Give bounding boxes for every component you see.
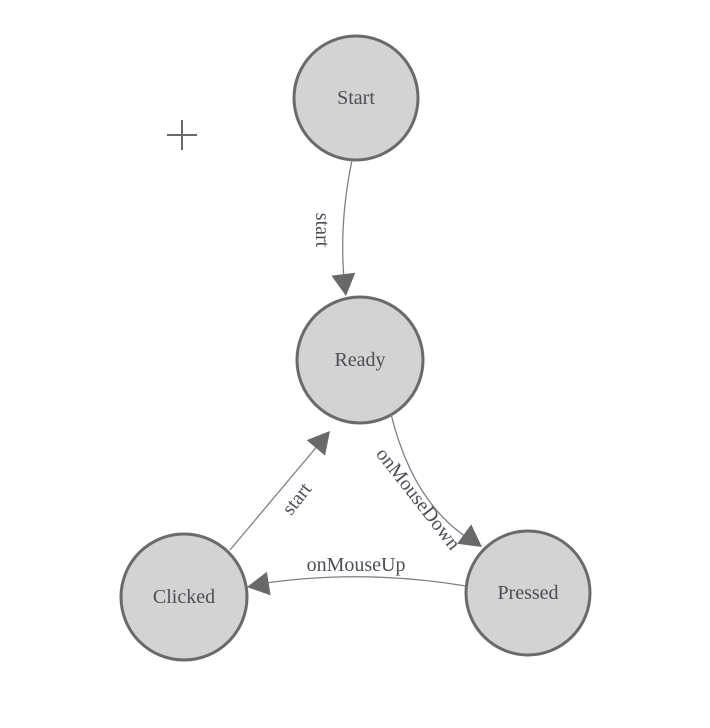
transition-edge-ready-to-pressed[interactable]: onMouseDown — [371, 413, 489, 557]
transition-line-pressed-to-clicked[interactable] — [252, 576, 467, 587]
state-circle-pressed[interactable] — [464, 529, 592, 657]
state-node-start[interactable]: Start — [292, 34, 420, 162]
transition-edge-clicked-to-ready[interactable]: start — [229, 423, 339, 551]
state-circle-start[interactable] — [292, 34, 420, 162]
transition-line-clicked-to-ready[interactable] — [229, 437, 325, 551]
state-node-clicked[interactable]: Clicked — [119, 532, 249, 662]
arrowhead-icon — [457, 524, 482, 547]
crosshair-icon — [167, 120, 197, 150]
transition-label-pressed-to-clicked: onMouseUp — [307, 554, 406, 576]
transition-label-clicked-to-ready: start — [278, 478, 317, 519]
arrowhead-icon — [247, 571, 271, 596]
state-node-pressed[interactable]: Pressed — [464, 529, 592, 657]
state-label-pressed: Pressed — [497, 582, 558, 604]
state-label-ready: Ready — [334, 349, 385, 371]
transition-edge-start-to-ready[interactable]: start — [311, 159, 358, 297]
arrowhead-icon — [306, 431, 330, 456]
state-circle-ready[interactable] — [295, 295, 425, 425]
transition-label-ready-to-pressed: onMouseDown — [371, 444, 464, 555]
transition-line-start-to-ready[interactable] — [342, 159, 353, 289]
state-circle-clicked[interactable] — [119, 532, 249, 662]
transition-label-start-to-ready: start — [311, 213, 333, 248]
state-node-ready[interactable]: Ready — [295, 295, 425, 425]
state-label-start: Start — [337, 87, 375, 109]
transition-line-ready-to-pressed[interactable] — [390, 413, 477, 544]
arrowhead-icon — [331, 272, 356, 296]
state-label-clicked: Clicked — [153, 586, 215, 608]
transition-edge-pressed-to-clicked[interactable]: onMouseUp — [245, 554, 467, 599]
